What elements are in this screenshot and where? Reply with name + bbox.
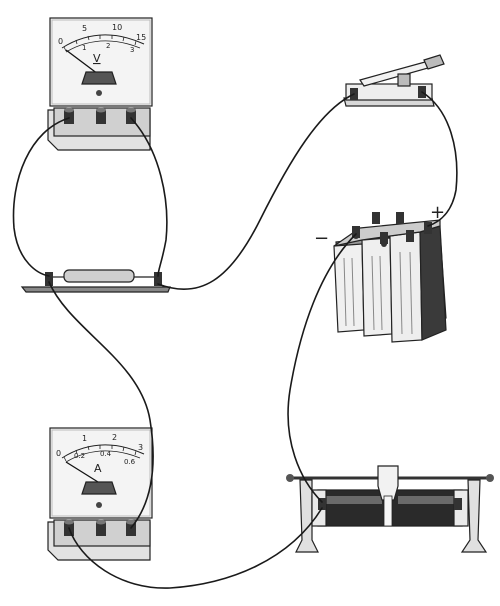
wire-voltmeter-to-resistor-left <box>12 117 70 277</box>
battery: − + <box>314 202 447 343</box>
voltmeter-face-shadow <box>51 19 151 105</box>
voltmeter-scale-top-0: 0 <box>58 37 63 46</box>
voltmeter-scale-top-1: 5 <box>82 24 87 33</box>
connecting-wires <box>12 91 458 589</box>
ammeter-scale-top-1: 1 <box>82 434 87 443</box>
ammeter-pivot-window <box>81 481 117 495</box>
switch-blade <box>359 61 429 87</box>
ammeter-scale-bottom-0: 0.2 <box>74 452 85 460</box>
voltmeter-scale-top-3: 15 <box>136 33 146 42</box>
voltmeter-ticks <box>63 35 137 52</box>
ammeter-scale-top-3: 3 <box>138 443 143 452</box>
voltmeter-needle <box>65 49 99 75</box>
battery-positive-sign: + <box>430 202 445 223</box>
battery-terminals <box>352 212 432 247</box>
voltmeter-terminals <box>64 107 136 124</box>
rheostat-terminal-left <box>318 498 326 510</box>
wire-battery-to-rheostat <box>287 233 357 503</box>
voltmeter: 0 5 10 15 1 2 3 V <box>47 17 153 151</box>
voltmeter-pivot-window <box>81 71 117 85</box>
ammeter-scale-arc <box>61 444 145 459</box>
resistor-body <box>63 269 135 283</box>
resistor-terminal-right <box>154 272 162 286</box>
battery-cell-2 <box>361 237 393 337</box>
resistor-board <box>20 286 171 293</box>
wire-voltmeter-to-resistor-right <box>130 117 168 277</box>
knife-switch <box>343 54 445 107</box>
ammeter-scale-bottom-2: 0.6 <box>124 458 136 466</box>
rheostat-terminal-right <box>454 498 462 510</box>
voltmeter-scale-bottom-0: 1 <box>82 44 86 52</box>
ammeter-symbol: A <box>94 462 102 475</box>
battery-cell-1 <box>333 243 365 333</box>
wire-resistor-to-ammeter <box>48 281 154 529</box>
rheostat-leg-right <box>460 479 488 553</box>
rheostat-slider <box>377 465 399 501</box>
wire-ammeter-to-rheostat <box>68 507 323 589</box>
ammeter-scale-top-0: 0 <box>56 449 61 458</box>
fixed-resistor <box>20 269 171 293</box>
ammeter-needle <box>65 461 99 483</box>
rheostat-leg-left <box>295 479 319 553</box>
voltmeter-scale-bottom-2: 3 <box>130 46 134 54</box>
wire-resistor-to-switch <box>157 93 355 291</box>
ammeter-zero-screw <box>96 502 102 508</box>
wire-switch-to-battery <box>421 91 458 227</box>
switch-handle <box>423 54 445 70</box>
ammeter-scale-top-2: 2 <box>112 433 117 442</box>
resistor-terminal-left <box>45 272 53 286</box>
voltmeter-zero-screw <box>96 90 102 96</box>
battery-cell-3 <box>389 231 423 343</box>
voltmeter-scale-arc-inner <box>65 40 141 53</box>
battery-negative-sign: − <box>314 228 329 249</box>
voltmeter-scale-bottom-1: 2 <box>106 42 110 50</box>
rheostat <box>286 465 494 553</box>
voltmeter-scale-top-2: 10 <box>112 23 122 32</box>
ammeter-ticks <box>63 445 137 462</box>
voltmeter-scale-arc <box>61 34 145 49</box>
ammeter-scale-bottom-1: 0.4 <box>100 450 112 458</box>
voltmeter-symbol: V <box>93 52 101 65</box>
ammeter-face <box>49 427 153 519</box>
ammeter: 0 1 2 3 0.2 0.4 0.6 A <box>47 427 153 561</box>
